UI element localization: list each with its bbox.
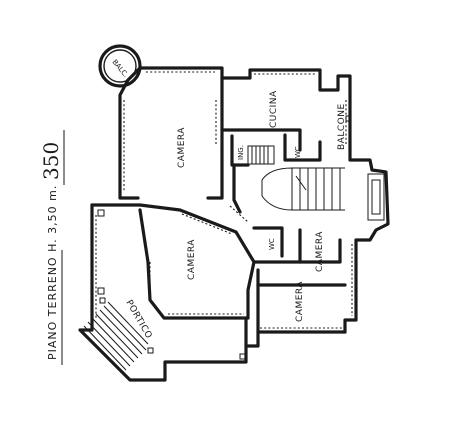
room-label-camera-mid: CAMERA	[187, 239, 197, 280]
outer-walls	[78, 66, 390, 382]
plan-title: PIANO TERRENO H. 3,50 m.	[46, 185, 59, 360]
room-label-balcone: BALCONE	[337, 103, 347, 150]
room-label-camera-bottom: CAMERA	[295, 281, 305, 322]
scale-number: 350	[39, 142, 63, 180]
column-markers	[97, 115, 352, 360]
staircase	[247, 145, 385, 221]
inner-walls	[138, 76, 347, 334]
room-label-balc: BALC.	[110, 58, 129, 79]
plan-title-block: PIANO TERRENO H. 3,50 m. 350	[39, 130, 65, 365]
room-label-cucina: CUCINA	[269, 90, 279, 128]
round-balcony	[98, 44, 142, 88]
room-label-wc-top: WC	[294, 146, 302, 158]
room-labels: BALC. CAMERA CUCINA BALCONE ING. WC CAME…	[110, 58, 347, 341]
room-label-ing: ING.	[237, 145, 245, 160]
room-label-camera-top: CAMERA	[177, 127, 187, 168]
room-label-wc-mid: WC	[268, 238, 276, 250]
room-label-camera-right: CAMERA	[315, 231, 325, 272]
window-marks	[95, 71, 353, 329]
portico-steps	[83, 301, 149, 371]
